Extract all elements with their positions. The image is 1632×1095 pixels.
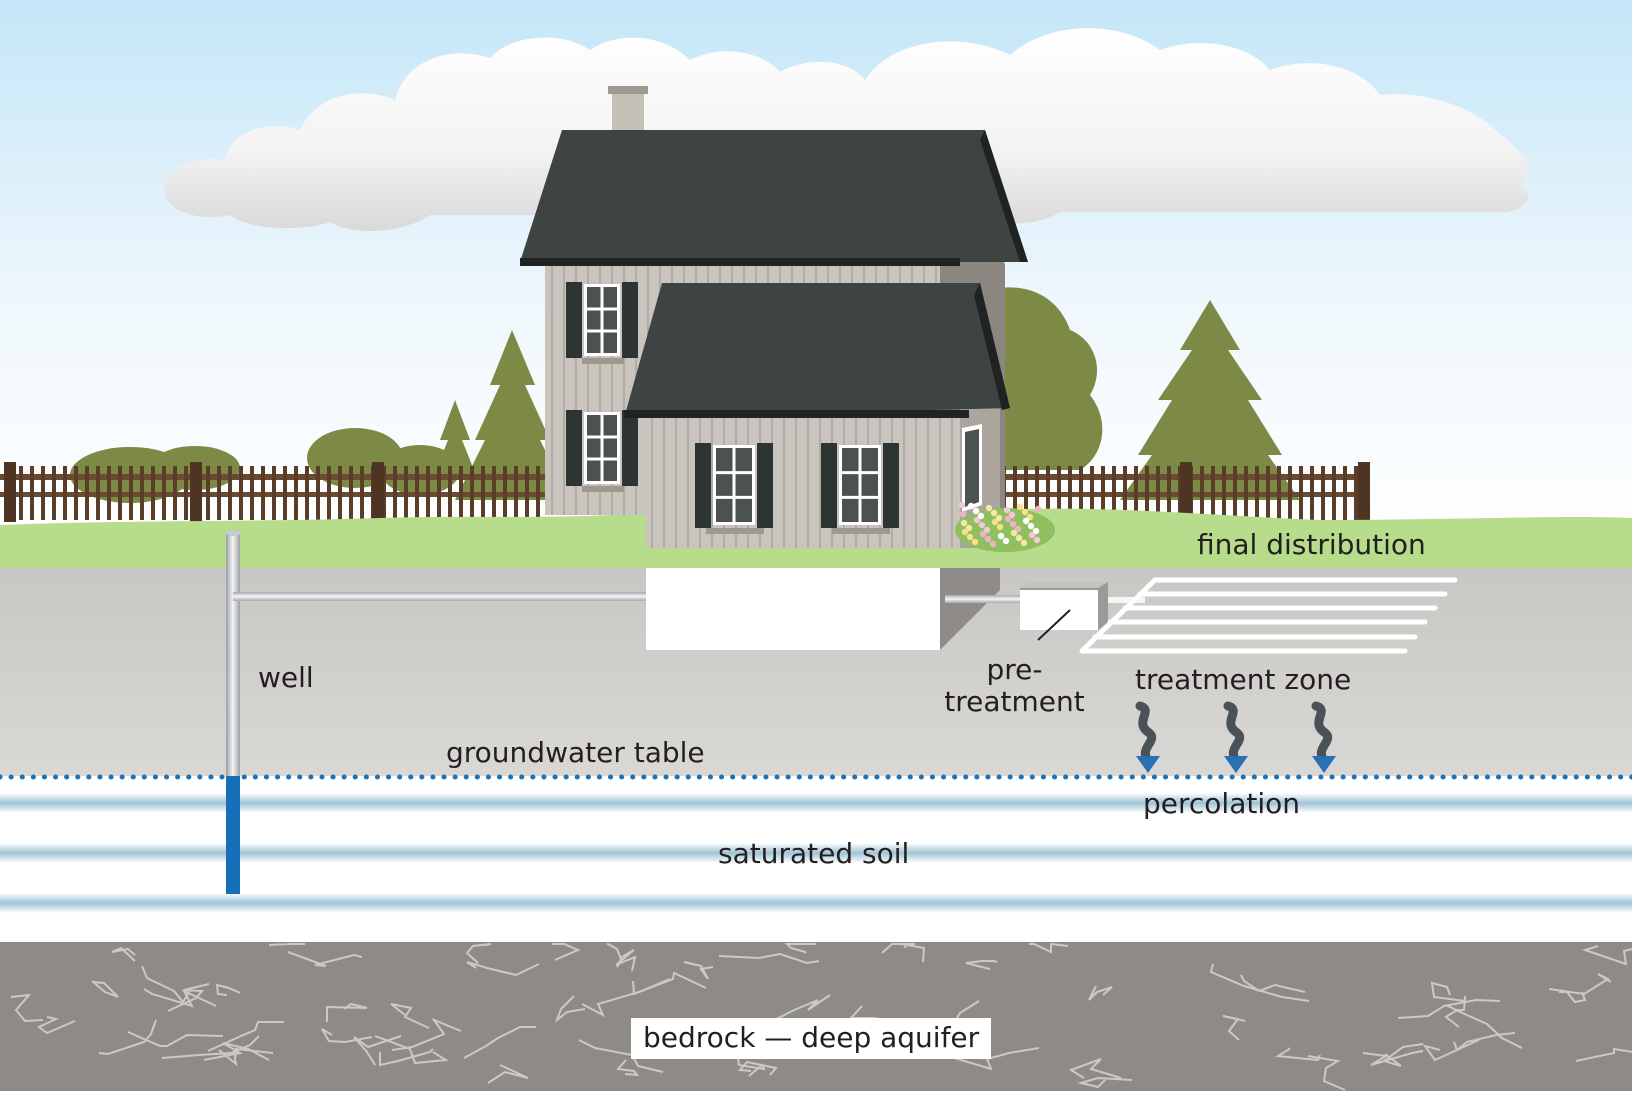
groundwater-table-label: groundwater table [446,736,705,769]
septic-tank-icon [1020,582,1108,641]
final-distribution-label: final distribution [1197,528,1426,561]
treatment-zone-label: treatment zone [1135,663,1352,696]
pretreatment-label-line2: treatment [944,685,1085,719]
saturated-soil-label: saturated soil [718,837,910,870]
water-supply-pipe [233,592,646,601]
saturated-soil-layer [0,776,1632,942]
distribution-pipes-icon [1079,577,1458,654]
foundation [646,568,1000,650]
percolation-arrows [1135,701,1336,773]
well-pipe-icon [225,530,646,894]
percolation-arrow-icon [1223,701,1248,773]
bedrock-layer [0,942,1632,1091]
bedrock-label: bedrock — deep aquifer [631,1018,992,1059]
cloud-icon [164,28,1529,232]
flowers-icon [955,501,1055,552]
fence-icon [0,462,1370,522]
outlet-pipe [1095,597,1145,603]
percolation-arrow-icon [1311,701,1336,773]
pretreatment-leader-line [1037,609,1071,641]
percolation-arrow-icon [1135,701,1160,773]
house-icon [520,86,1028,548]
pretreatment-label: pre- treatment [942,653,1087,719]
pretreatment-label-line1: pre- [986,653,1043,686]
well-label: well [258,661,314,694]
sewer-pipe [945,595,1025,603]
percolation-label: percolation [1143,787,1300,820]
